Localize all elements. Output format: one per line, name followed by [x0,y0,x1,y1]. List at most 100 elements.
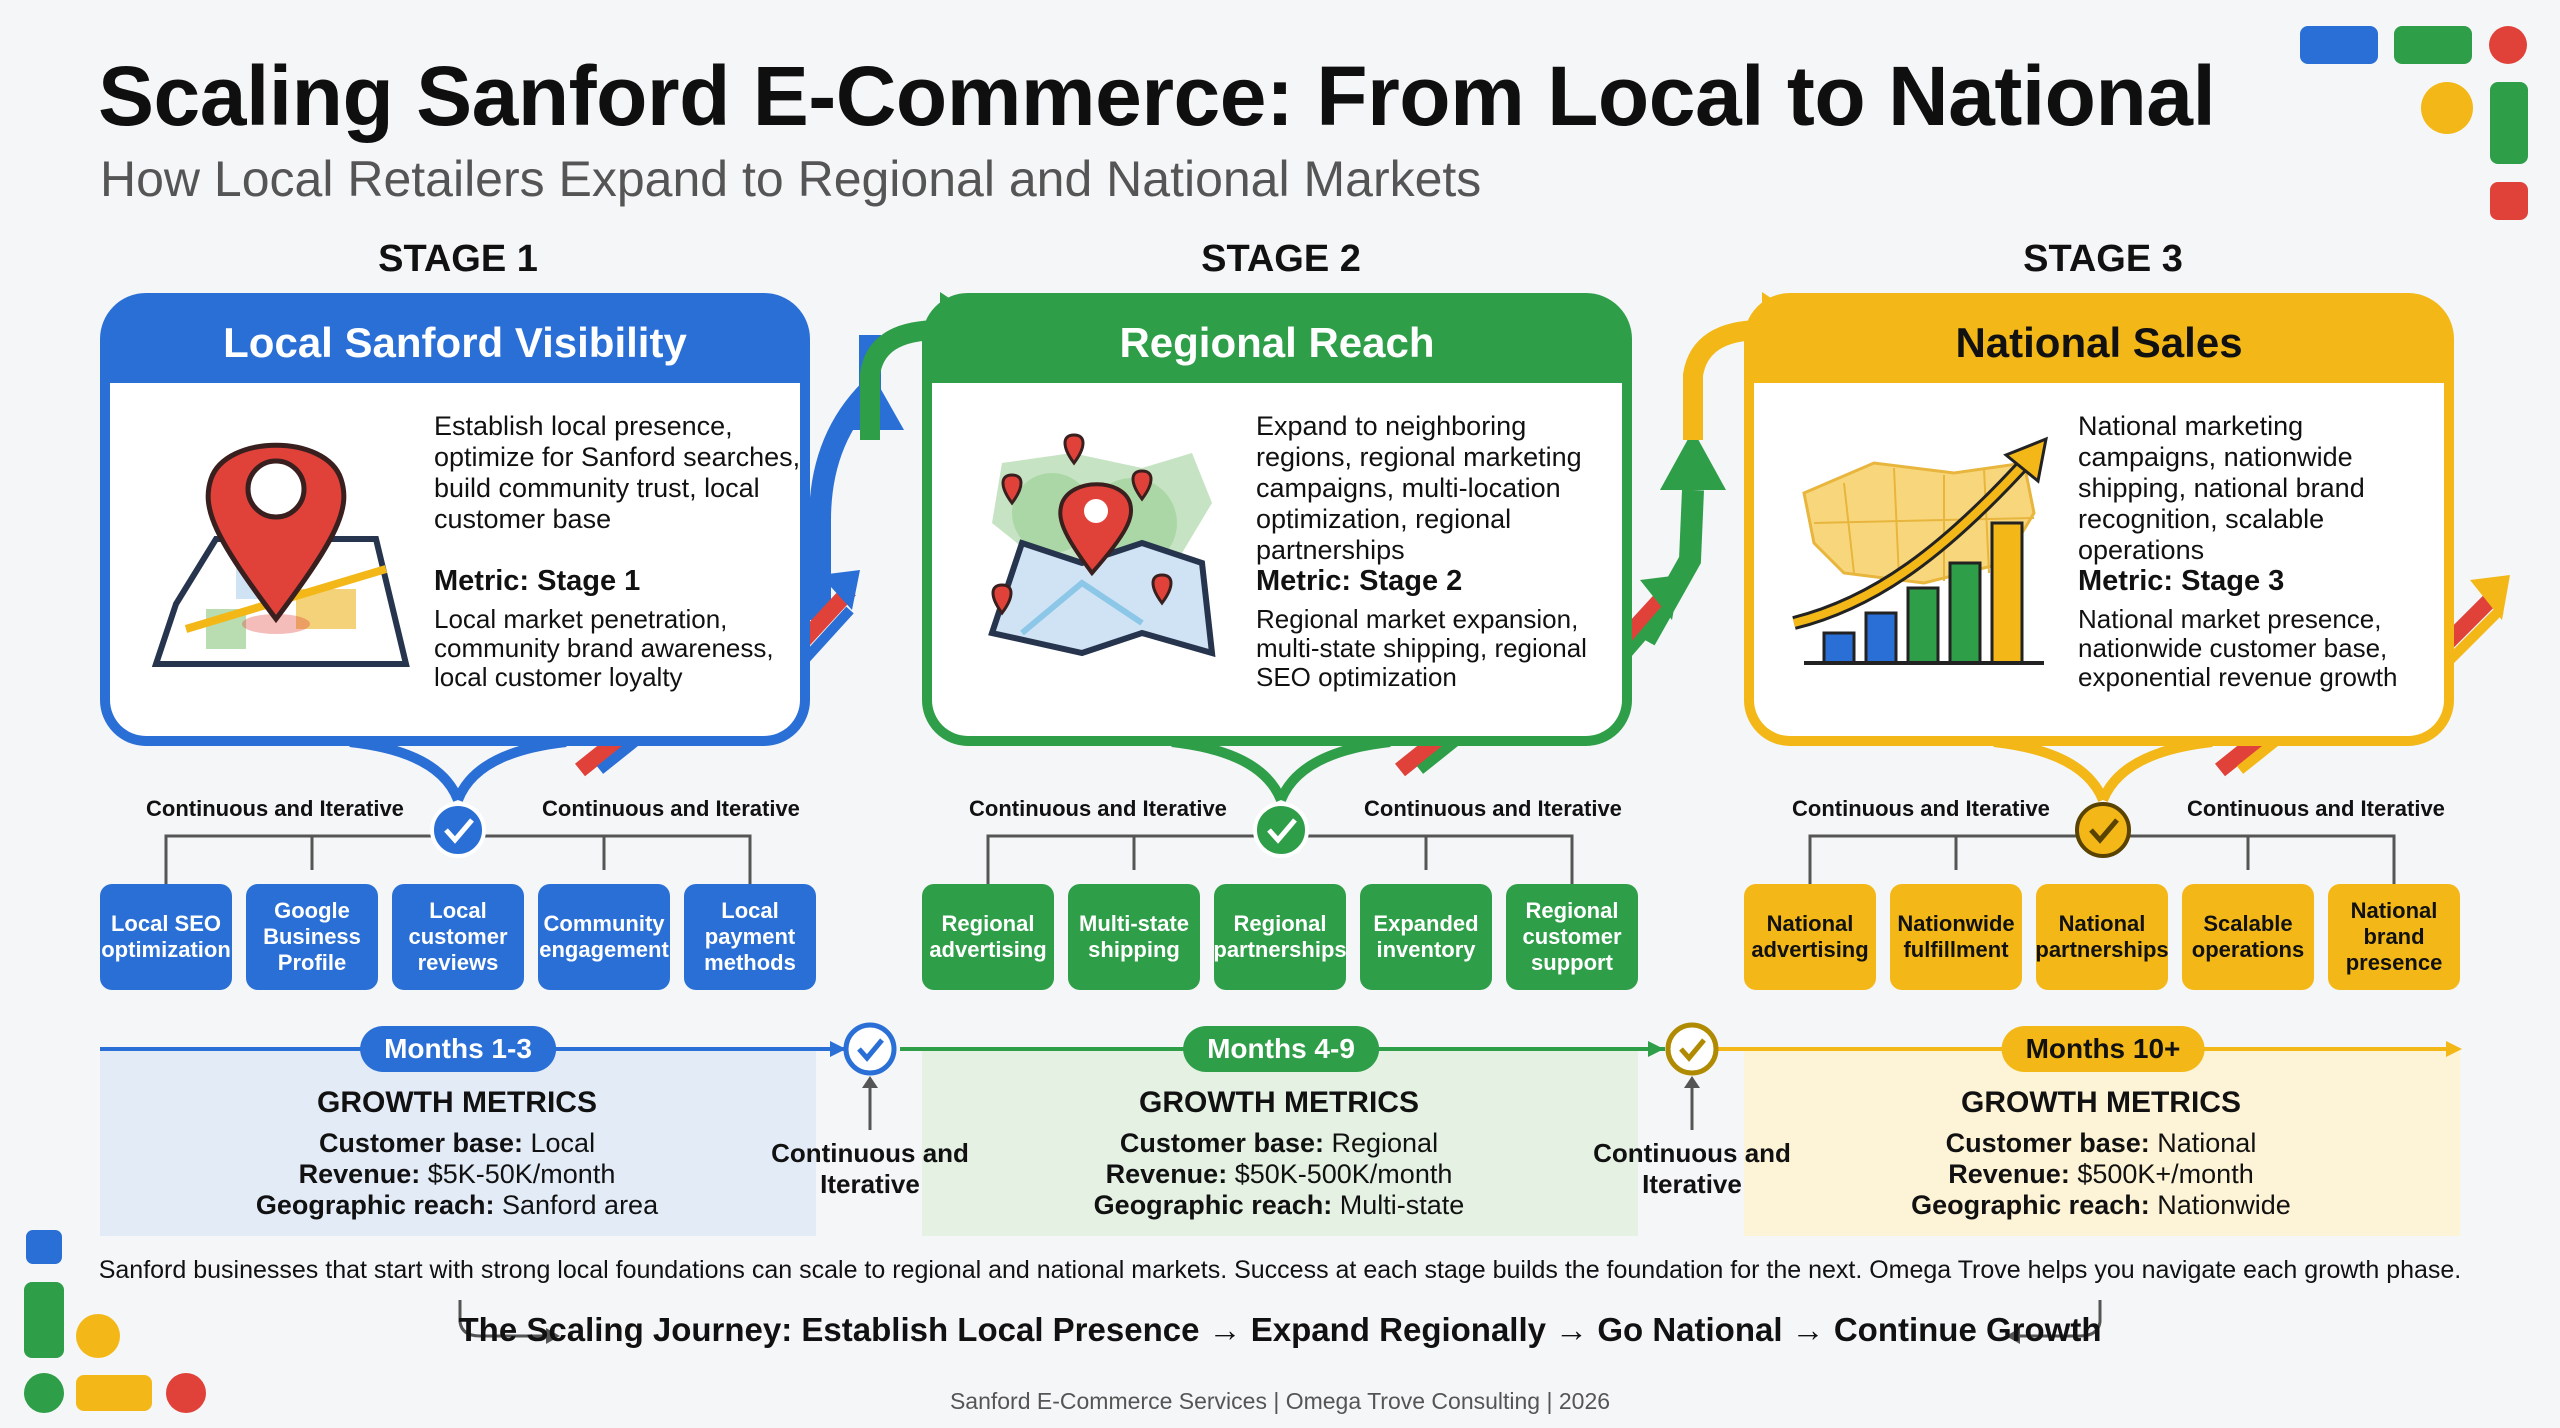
reach-line: Geographic reach: Sanford area [255,1190,659,1220]
journey-arrow-left [458,1300,548,1338]
tactic-card: Local payment methods [684,884,816,990]
growth-metrics-heading: GROWTH METRICS [1961,1086,2241,1119]
reach-line: Geographic reach: Nationwide [1911,1190,2291,1220]
growth-arrowhead-3 [2470,575,2510,620]
stage-title: Local Sanford Visibility [223,319,687,366]
customer-base-line: Customer base: National [1945,1128,2257,1158]
logo-blue-square [26,1230,62,1264]
logo-red-circle [166,1373,206,1413]
check-node-stage2 [1253,802,1309,858]
funnel-left-1 [349,737,463,802]
tactic-connectors [164,834,2396,884]
timeline-check-2 [1665,1022,1719,1076]
stage-description: Establish local presence, optimize for S… [434,411,801,534]
months-badge: Months 1-3 [360,1026,556,1072]
funnel-left-3 [1993,737,2108,803]
tactic-card: Regional customer support [1506,884,1638,990]
tactic-card: National brand presence [2328,884,2460,990]
timeline-pointer-head-2 [1684,1076,1700,1088]
logo-green-circle [24,1373,64,1413]
stage-label: STAGE 1 [378,238,538,280]
logo-green-bar [2490,82,2528,164]
stage-label: STAGE 2 [1201,238,1361,280]
stage-title: Regional Reach [1119,319,1435,366]
stage-card-2: Regional Reach Expand to neighboring reg… [922,293,1632,746]
growth-arrowhead-2 [1640,575,1680,620]
stage-metric-text: National market presence, nationwide cus… [2078,604,2398,692]
stage-label: STAGE 3 [2023,238,2183,280]
tactic-card: Local customer reviews [392,884,524,990]
logo-yellow-block [76,1375,152,1411]
stage-description: Expand to neighboring regions, regional … [1256,411,1582,565]
check-icon [1267,818,1297,844]
tactic-card: Multi-state shipping [1068,884,1200,990]
logo-green-bar-bottom [24,1282,64,1358]
continuous-label: Continuous and Iterative [969,796,1227,821]
check-node-stage1 [430,802,486,858]
stage-description: National marketing campaigns, nationwide… [2078,411,2365,565]
funnel-right-1 [453,737,567,802]
reach-line: Geographic reach: Multi-state [1093,1190,1465,1220]
tactic-card: Local SEO optimization [100,884,232,990]
months-badge: Months 10+ [2001,1026,2205,1072]
customer-base-line: Customer base: Local [318,1128,596,1158]
logo-red-block [2490,182,2528,220]
stage-body: National marketing campaigns, nationwide… [1754,383,2444,736]
timeline-continuous-label: Continuous and Iterative [771,1138,969,1199]
customer-base-line: Customer base: Regional [1119,1128,1439,1158]
stage-metric-title: Metric: Stage 1 [434,565,641,597]
tactic-card: Expanded inventory [1360,884,1492,990]
stage-title: National Sales [1955,319,2243,366]
stage-metric-title: Metric: Stage 2 [1256,565,1463,597]
tactic-card: Scalable operations [2182,884,2314,990]
regional-map-icon [988,433,1216,658]
stage-body: Establish local presence, optimize for S… [110,383,800,736]
growth-metrics-panel: GROWTH METRICS Customer base: National R… [1744,1048,2458,1236]
timeline-arrowhead-1 [830,1041,846,1057]
continuous-label: Continuous and Iterative [2187,796,2445,821]
tactic-card: National advertising [1744,884,1876,990]
continuous-label: Continuous and Iterative [1364,796,1622,821]
timeline-check-1 [843,1022,897,1076]
stage-card-3: National Sales National marketing campai… [1744,293,2454,746]
footer-note: Sanford businesses that start with stron… [98,1256,2462,1284]
map-pin-icon [151,442,410,667]
metrics-panel-bg-2 [922,1048,1638,1236]
national-growth-chart-icon [1792,436,2048,665]
revenue-line: Revenue: $500K+/month [1948,1159,2254,1189]
check-icon [444,818,474,844]
months-badge: Months 4-9 [1183,1026,1379,1072]
metrics-panel-bg-3 [1744,1048,2460,1236]
stage-card-1: Local Sanford Visibility Establish local… [100,293,810,746]
timeline-arrowhead-2 [1648,1041,1664,1057]
page-title: Scaling Sanford E-Commerce: From Local t… [98,49,2216,143]
check-icon [1679,1038,1706,1062]
journey-arrow-right [2018,1300,2102,1338]
funnel-left-2 [1171,737,1286,803]
continuous-label: Continuous and Iterative [542,796,800,821]
check-icon [2089,818,2119,844]
logo-blue-block [2300,26,2378,64]
logo-green-block [2394,26,2472,64]
growth-metrics-heading: GROWTH METRICS [317,1086,597,1119]
footer-credit: Sanford E-Commerce Services | Omega Trov… [949,1388,1611,1414]
metrics-panel-bg-1 [100,1048,816,1236]
growth-metrics-panel: GROWTH METRICS Customer base: Regional R… [922,1048,1636,1236]
tactic-card: Community engagement [538,884,670,990]
check-icon [857,1038,884,1062]
timeline-continuous-label: Continuous and Iterative [1593,1138,1791,1199]
scaling-journey-summary: The Scaling Journey: Establish Local Pre… [458,1311,2102,1348]
stage-metric-title: Metric: Stage 3 [2078,565,2285,597]
growth-metrics-panel: GROWTH METRICS Customer base: Local Reve… [100,1048,814,1236]
stage-metric-text: Regional market expansion, multi-state s… [1256,604,1587,692]
funnel-right-2 [1276,737,1391,803]
growth-metrics-heading: GROWTH METRICS [1139,1086,1419,1119]
logo-red-dot [2489,26,2527,64]
logo-yellow-dot [2421,82,2473,134]
stage2-connector-arrowhead [1660,430,1726,490]
tactic-card: Regional partnerships [1213,884,1347,990]
check-node-stage3 [2075,802,2131,858]
stage-metric-text: Local market penetration, community bran… [434,604,774,692]
tactic-card: Google Business Profile [246,884,378,990]
growth-arrowhead-1 [820,570,860,610]
